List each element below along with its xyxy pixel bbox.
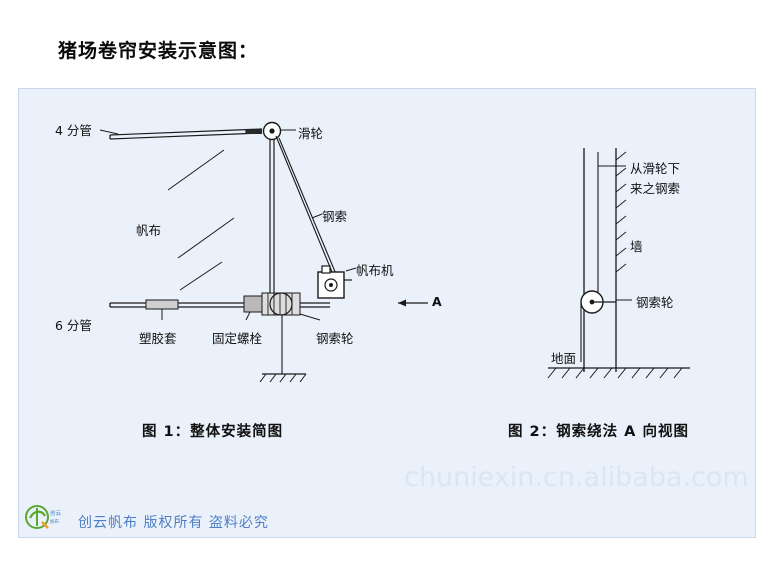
label-cable-wheel-fig2: 钢索轮 [636, 295, 674, 310]
label-pipe6: 6 分管 [55, 318, 92, 333]
chuangyun-logo: 创云 帆布 [25, 505, 62, 529]
brand-text: 创云帆布 版权所有 盗料必究 [78, 515, 269, 531]
diagram-panel [18, 88, 756, 538]
figure2-caption: 图 2：钢索绕法 A 向视图 [508, 424, 689, 440]
label-cable: 钢索 [322, 209, 348, 224]
label-plastic-sleeve: 塑胶套 [139, 331, 177, 346]
page-title: 猪场卷帘安装示意图： [58, 40, 259, 62]
label-pulley: 滑轮 [298, 126, 324, 141]
label-canvas-machine: 帆布机 [356, 263, 394, 278]
svg-text:创云: 创云 [50, 509, 62, 517]
label-direction-a: A [432, 294, 442, 309]
label-ground: 地面 [551, 351, 577, 366]
watermark-text: chuniexin.cn.alibaba.com [404, 462, 749, 493]
svg-text:帆布: 帆布 [50, 518, 59, 525]
figure1-caption: 图 1：整体安装简图 [142, 424, 284, 440]
label-cable-wheel-fig1: 钢索轮 [316, 331, 354, 346]
label-cable-from-pulley-line1: 从滑轮下 [630, 161, 681, 176]
label-fixing-bolt: 固定螺栓 [212, 331, 263, 346]
label-cable-from-pulley-line2: 来之钢索 [630, 181, 681, 196]
label-wall: 墙 [630, 239, 643, 254]
label-pipe4: 4 分管 [55, 123, 92, 138]
label-canvas: 帆布 [136, 223, 162, 238]
